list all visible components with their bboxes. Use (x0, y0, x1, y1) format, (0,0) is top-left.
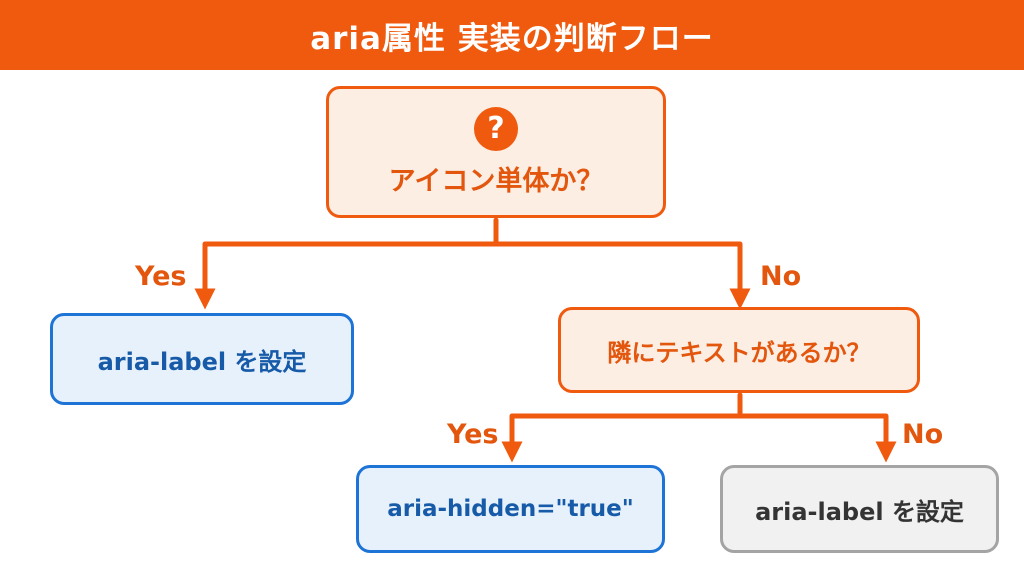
connector-q2-no (737, 413, 897, 463)
question-adjacent-text-node: 隣にテキストがあるか？ (558, 307, 920, 393)
result-aria-hidden-node: aria-hidden="true" (356, 465, 665, 553)
question-adjacent-text-text: 隣にテキストがあるか？ (607, 338, 871, 367)
edge-label-yes-2: Yes (447, 419, 499, 450)
connector-q1-yes (194, 217, 499, 310)
edge-label-no-2: No (902, 419, 944, 450)
result-aria-label-fallback-node: aria-label を設定 (720, 465, 999, 553)
edge-label-yes: Yes (135, 261, 187, 292)
result-aria-label-text: aria-label を設定 (97, 347, 307, 376)
connector-q2-yes (501, 392, 743, 463)
connector-q1-no (493, 241, 751, 310)
result-aria-label-node: aria-label を設定 (50, 313, 354, 405)
question-mark-icon: ? (474, 106, 518, 151)
result-aria-label-fallback-text: aria-label を設定 (755, 497, 964, 526)
question-icon-only-node: ? アイコン単体か？ (326, 86, 666, 218)
result-aria-hidden-text: aria-hidden="true" (387, 496, 634, 522)
edge-label-no: No (760, 261, 802, 292)
question-icon-only-text: アイコン単体か？ (388, 165, 604, 197)
page-title: aria属性 実装の判断フロー (0, 0, 1024, 70)
